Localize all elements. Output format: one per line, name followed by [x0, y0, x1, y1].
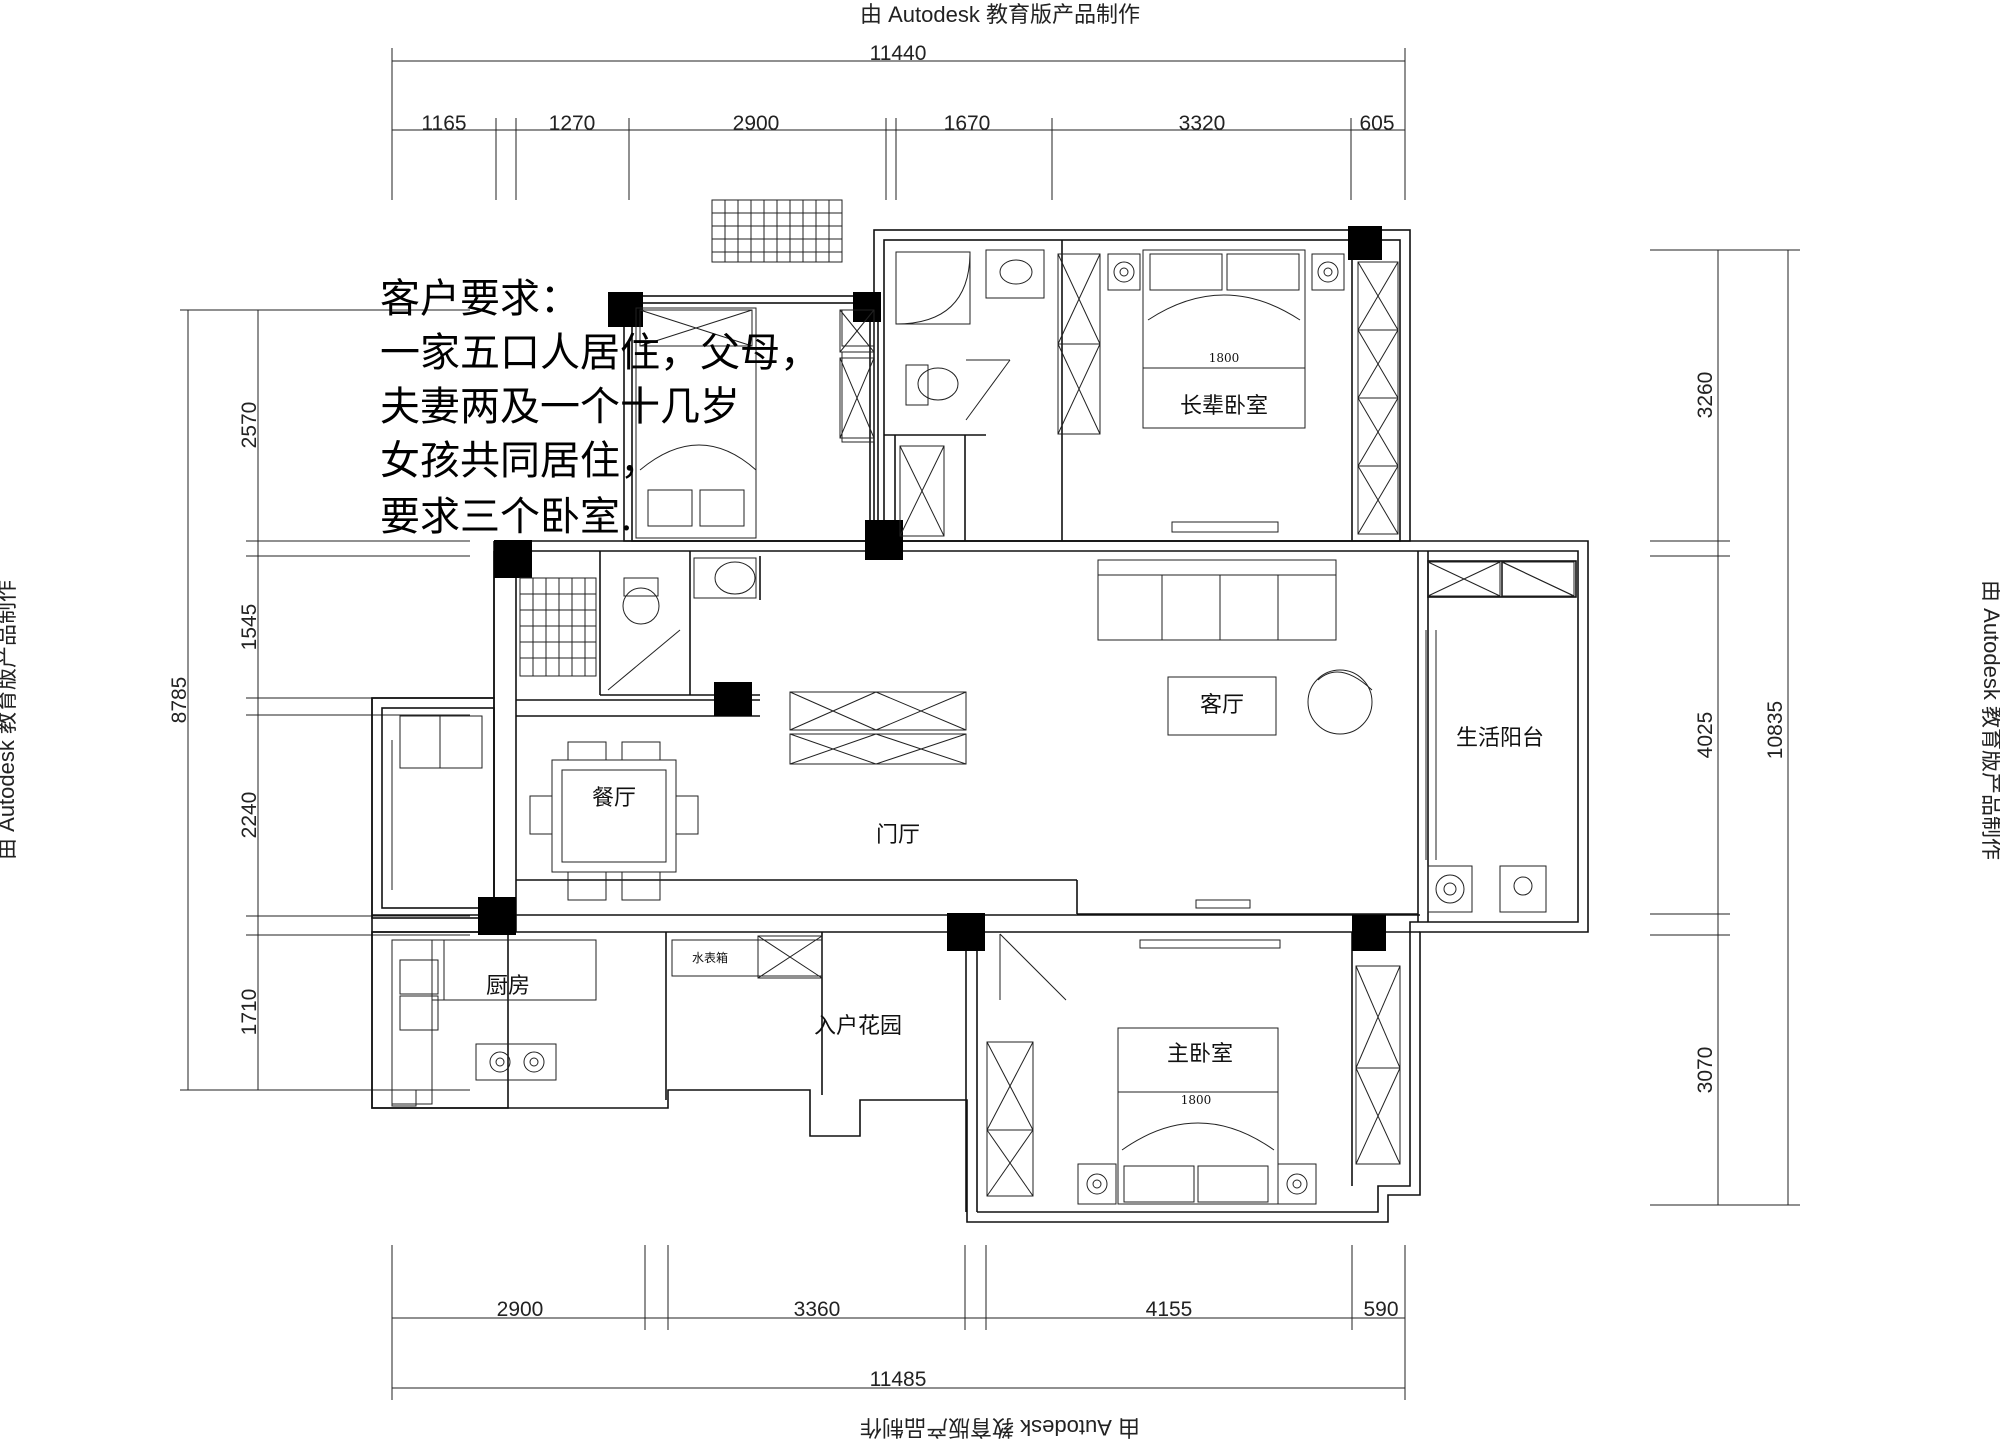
dining-table-icon: 餐厅: [529, 741, 699, 901]
dim-top-total: 11440: [870, 42, 927, 65]
grille-icon: [711, 199, 843, 263]
sofa-icon: 客厅: [1097, 559, 1373, 909]
dim-top-3: 2900: [733, 112, 780, 135]
dim-bottom-1: 2900: [497, 1298, 544, 1321]
master-bed-icon: 1800 主卧室: [1077, 939, 1317, 1205]
dim-right-3: 3070: [1694, 1047, 1717, 1094]
dim-left-1: 2570: [238, 402, 261, 449]
kitchen-fixtures: 厨房: [391, 939, 597, 1107]
dim-top-5: 3320: [1179, 112, 1226, 135]
dim-right-2: 4025: [1694, 712, 1717, 759]
note-line-4: 女孩共同居住，: [380, 438, 660, 484]
wardrobe-icon: [757, 253, 1575, 1197]
living-room-label: 客厅: [1200, 693, 1244, 718]
dim-bottom-2: 3360: [794, 1298, 841, 1321]
furniture: 1800: [391, 199, 1575, 1205]
dim-top-4: 1670: [944, 112, 991, 135]
dim-left-4: 1710: [238, 989, 261, 1036]
dim-left-2: 1545: [238, 604, 261, 651]
elder-bedroom-label: 长辈卧室: [1180, 394, 1268, 419]
dim-bottom-4: 590: [1363, 1298, 1398, 1321]
columns: [478, 226, 1386, 951]
bathroom-left: [519, 557, 757, 691]
bed-size-label: 1800: [1209, 351, 1240, 365]
bed-icon: [635, 307, 875, 539]
left-dimensions: 8785 2570 1545 2240 1710: [168, 309, 470, 1091]
dim-top-6: 605: [1359, 112, 1394, 135]
dining-label: 餐厅: [592, 786, 636, 811]
dim-right-total: 10835: [1764, 701, 1787, 759]
watermark-top: 由 Autodesk 教育版产品制作: [860, 2, 1140, 27]
dim-left-3: 2240: [238, 792, 261, 839]
top-dimensions: 11440 1165 1270 2900 1670 3320 605: [391, 42, 1406, 200]
dim-right-1: 3260: [1694, 372, 1717, 419]
right-dimensions: 3260 4025 3070 10835: [1650, 249, 1800, 1206]
walls: [371, 229, 1589, 1223]
water-tank-label: 水表箱: [692, 950, 728, 965]
garden-fixtures: 水表箱 入户花园: [671, 933, 1067, 1039]
balcony-label: 生活阳台: [1456, 726, 1544, 751]
elder-bed-icon: 1800: [1107, 249, 1345, 533]
dim-bottom-total: 11485: [870, 1368, 927, 1391]
hall-label: 门厅: [876, 823, 920, 848]
balcony-fixtures: 生活阳台: [1425, 630, 1547, 913]
watermark-bottom: 由 Autodesk 教育版产品制作: [860, 1415, 1140, 1440]
watermark-right: 由 Autodesk 教育版产品制作: [1979, 580, 2000, 860]
dim-top-1: 1165: [421, 112, 466, 135]
note-line-2: 一家五口人居住，父母，: [380, 330, 820, 376]
watermark-left: 由 Autodesk 教育版产品制作: [0, 580, 19, 860]
armchair-icon: [391, 715, 483, 890]
master-bedroom-label: 主卧室: [1167, 1042, 1233, 1067]
garden-label: 入户花园: [814, 1014, 902, 1039]
bed-size-label-2: 1800: [1181, 1093, 1212, 1107]
note-line-3: 夫妻两及一个十几岁: [380, 384, 740, 430]
client-requirements-note: 客户要求： 一家五口人居住，父母， 夫妻两及一个十几岁 女孩共同居住， 要求三个…: [380, 276, 820, 540]
bathroom-top: [895, 249, 1045, 421]
kitchen-label: 厨房: [486, 974, 530, 999]
bottom-dimensions: 2900 3360 4155 590 11485: [391, 1245, 1406, 1400]
dim-top-2: 1270: [549, 112, 596, 135]
note-line-5: 要求三个卧室.: [380, 494, 633, 540]
note-line-1: 客户要求：: [380, 276, 580, 322]
dim-left-total: 8785: [168, 677, 191, 724]
dim-bottom-3: 4155: [1146, 1298, 1193, 1321]
